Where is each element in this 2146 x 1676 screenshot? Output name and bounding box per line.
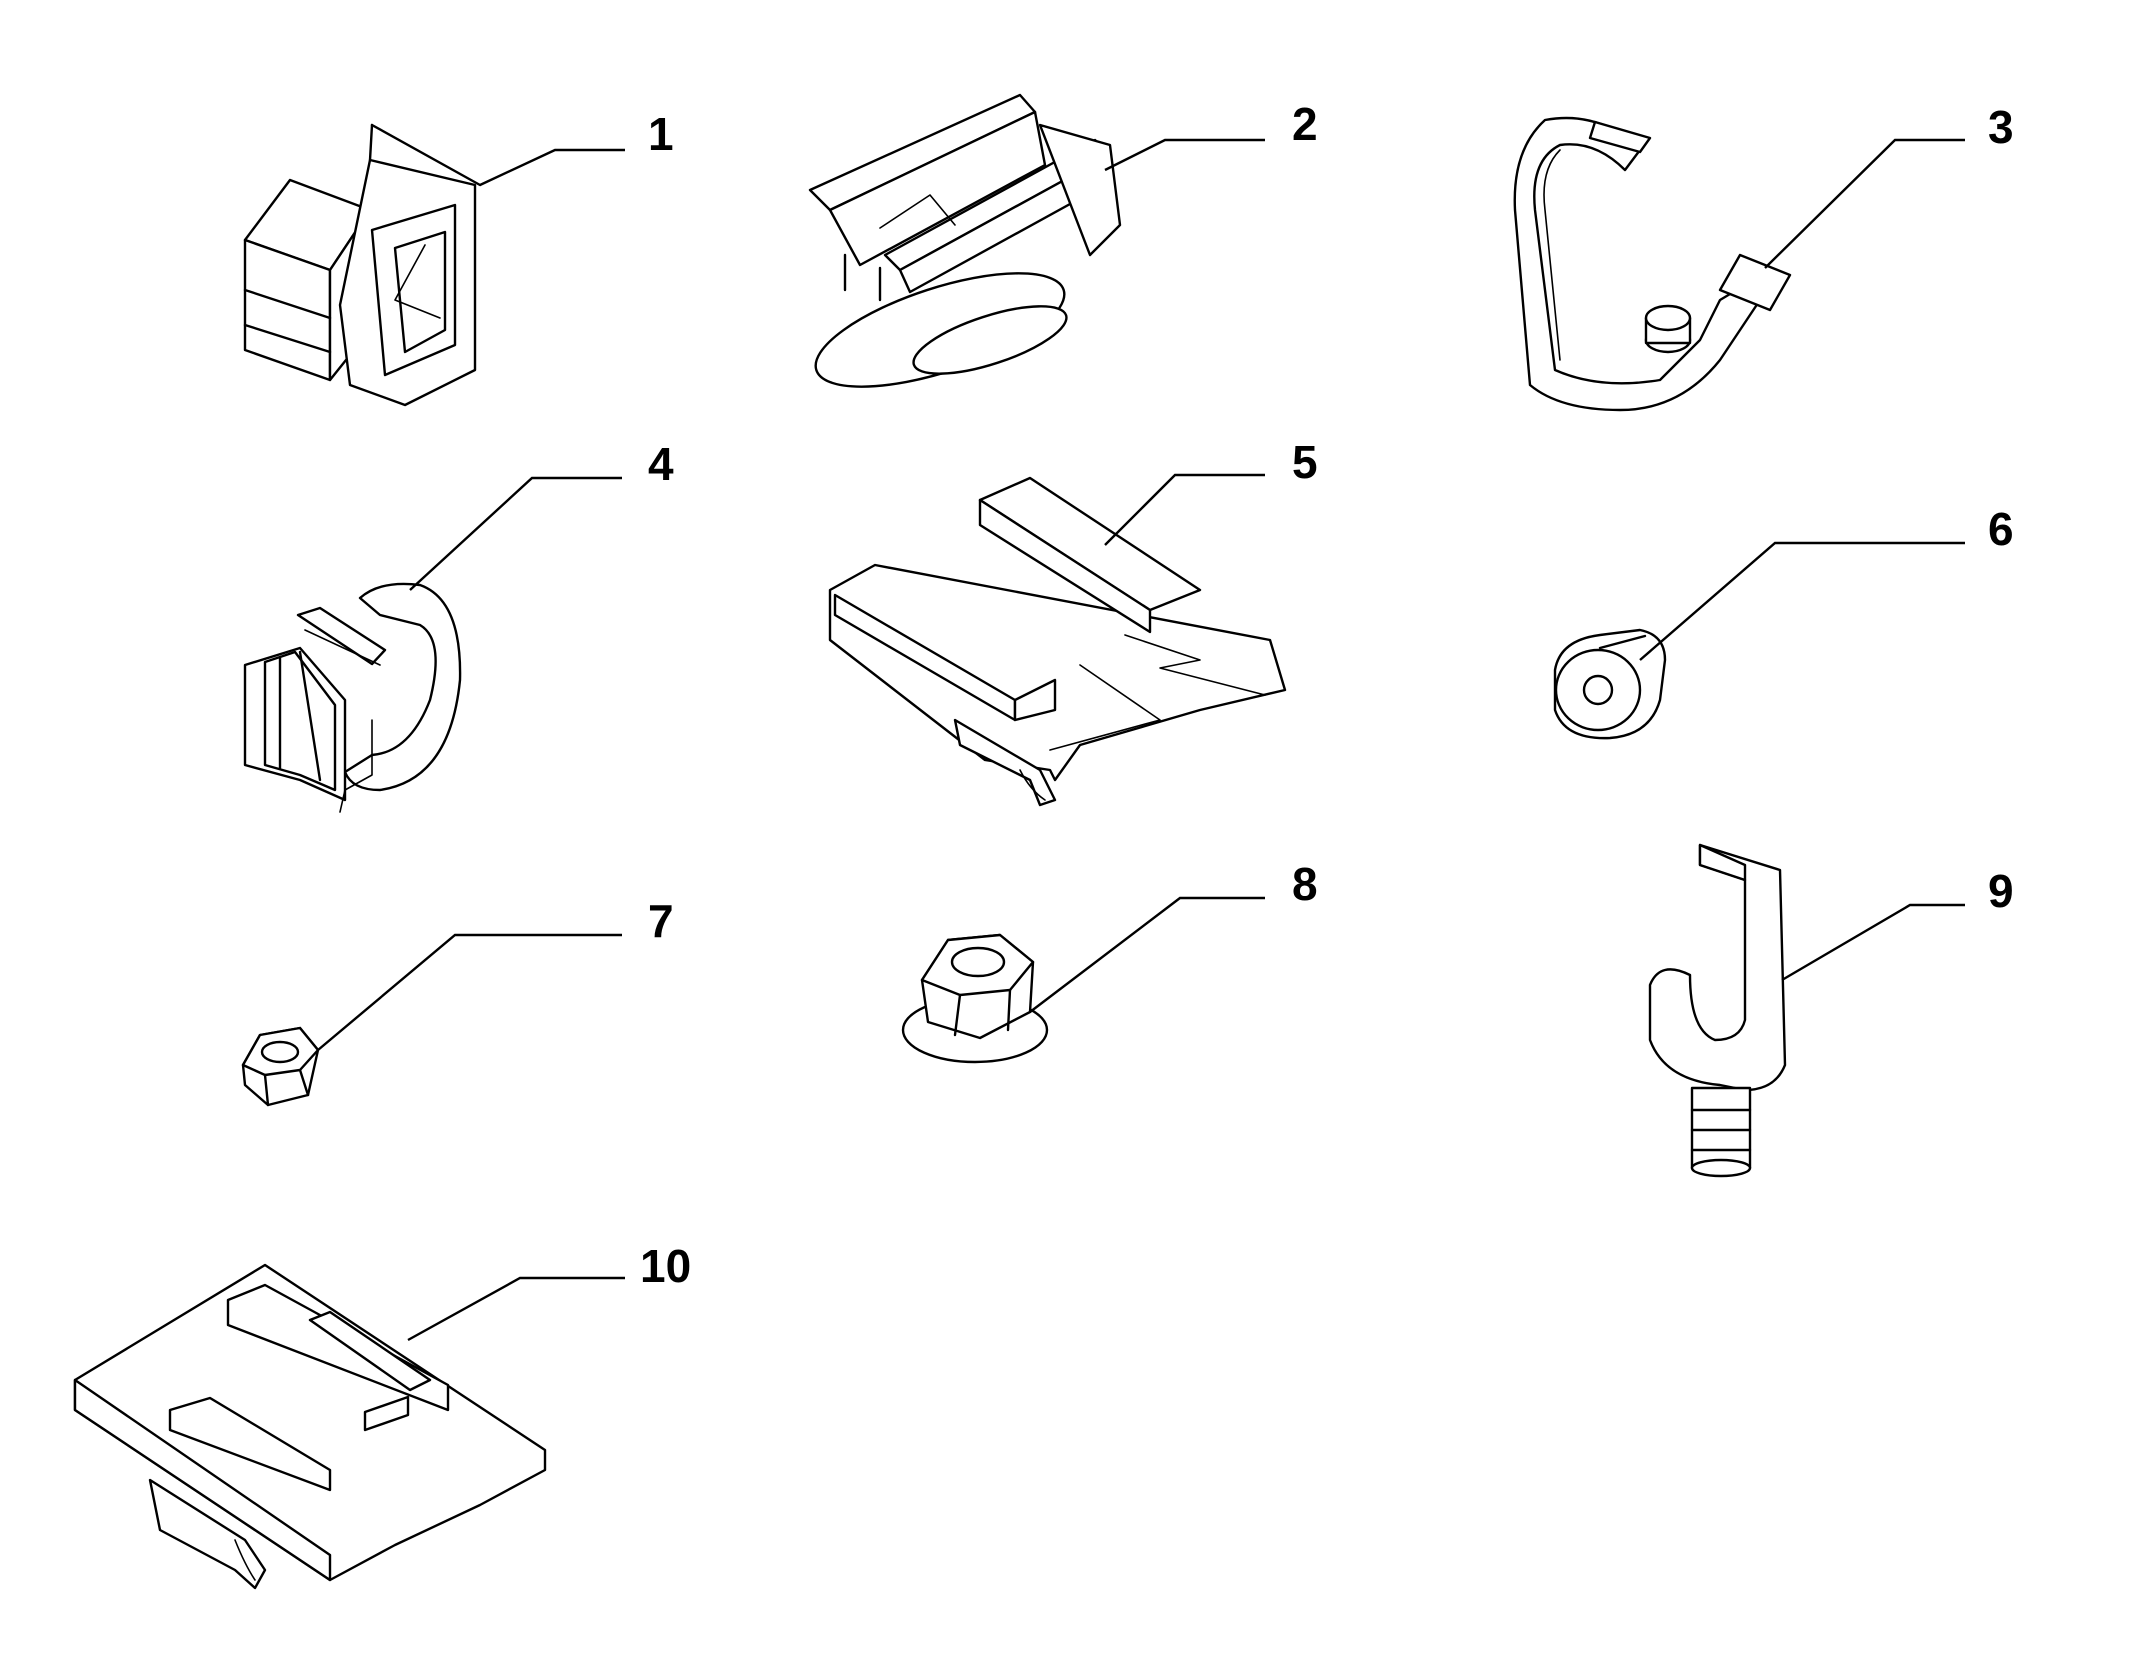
callout-9: 9 xyxy=(1988,865,2014,917)
part-7-hex-nut xyxy=(241,1026,320,1107)
leader-4 xyxy=(409,476,622,591)
leader-10 xyxy=(407,1276,625,1342)
callout-7: 7 xyxy=(648,895,674,947)
callout-5: 5 xyxy=(1292,436,1318,488)
leader-5 xyxy=(1104,473,1265,546)
callout-2: 2 xyxy=(1292,98,1318,150)
leader-8 xyxy=(1029,896,1265,1013)
part-9-hook-stud xyxy=(1648,843,1787,1178)
leader-1 xyxy=(479,148,625,187)
leader-3 xyxy=(1764,138,1965,269)
part-1-square-clip xyxy=(243,123,482,407)
callout-1: 1 xyxy=(648,108,674,160)
callout-10: 10 xyxy=(640,1240,691,1292)
leader-7 xyxy=(317,933,622,1051)
part-10-flat-clip xyxy=(73,1263,547,1590)
part-5-flat-clip xyxy=(828,476,1287,807)
part-6-spacer xyxy=(1553,628,1667,740)
callout-6: 6 xyxy=(1988,503,2014,555)
callout-4: 4 xyxy=(648,438,674,490)
callout-3: 3 xyxy=(1988,101,2014,153)
leader-9 xyxy=(1781,903,1965,982)
part-2-grommet-clip xyxy=(808,93,1122,388)
part-4-cable-clamp xyxy=(243,582,462,813)
leader-2 xyxy=(1104,138,1265,172)
part-8-flange-nut xyxy=(901,933,1049,1064)
part-3-u-strap xyxy=(1513,116,1792,412)
leader-6 xyxy=(1639,541,1965,661)
callout-8: 8 xyxy=(1292,858,1318,910)
